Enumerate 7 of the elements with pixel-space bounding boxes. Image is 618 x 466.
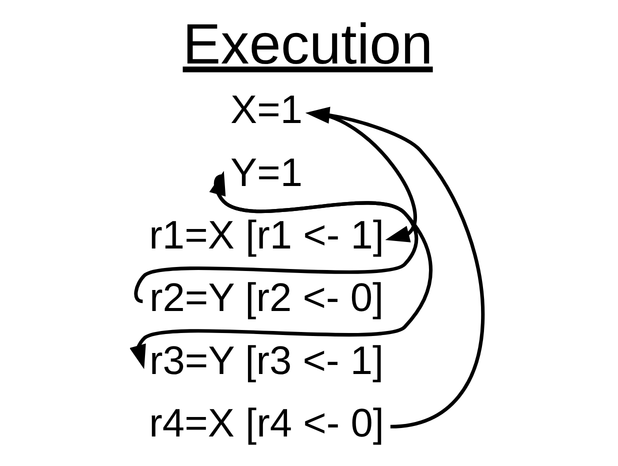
node-text: X=1 [230,88,302,132]
node-text: r2=Y [r2 <- 0] [148,276,384,320]
diagram-title: Execution [182,12,432,77]
node-text: r3=Y [r3 <- 1] [148,338,384,383]
node-text: r1=X [r1 <- 1] [148,214,384,258]
node-text: Y=1 [230,150,302,195]
node-text: r4=X [r4 <- 0] [148,401,384,446]
